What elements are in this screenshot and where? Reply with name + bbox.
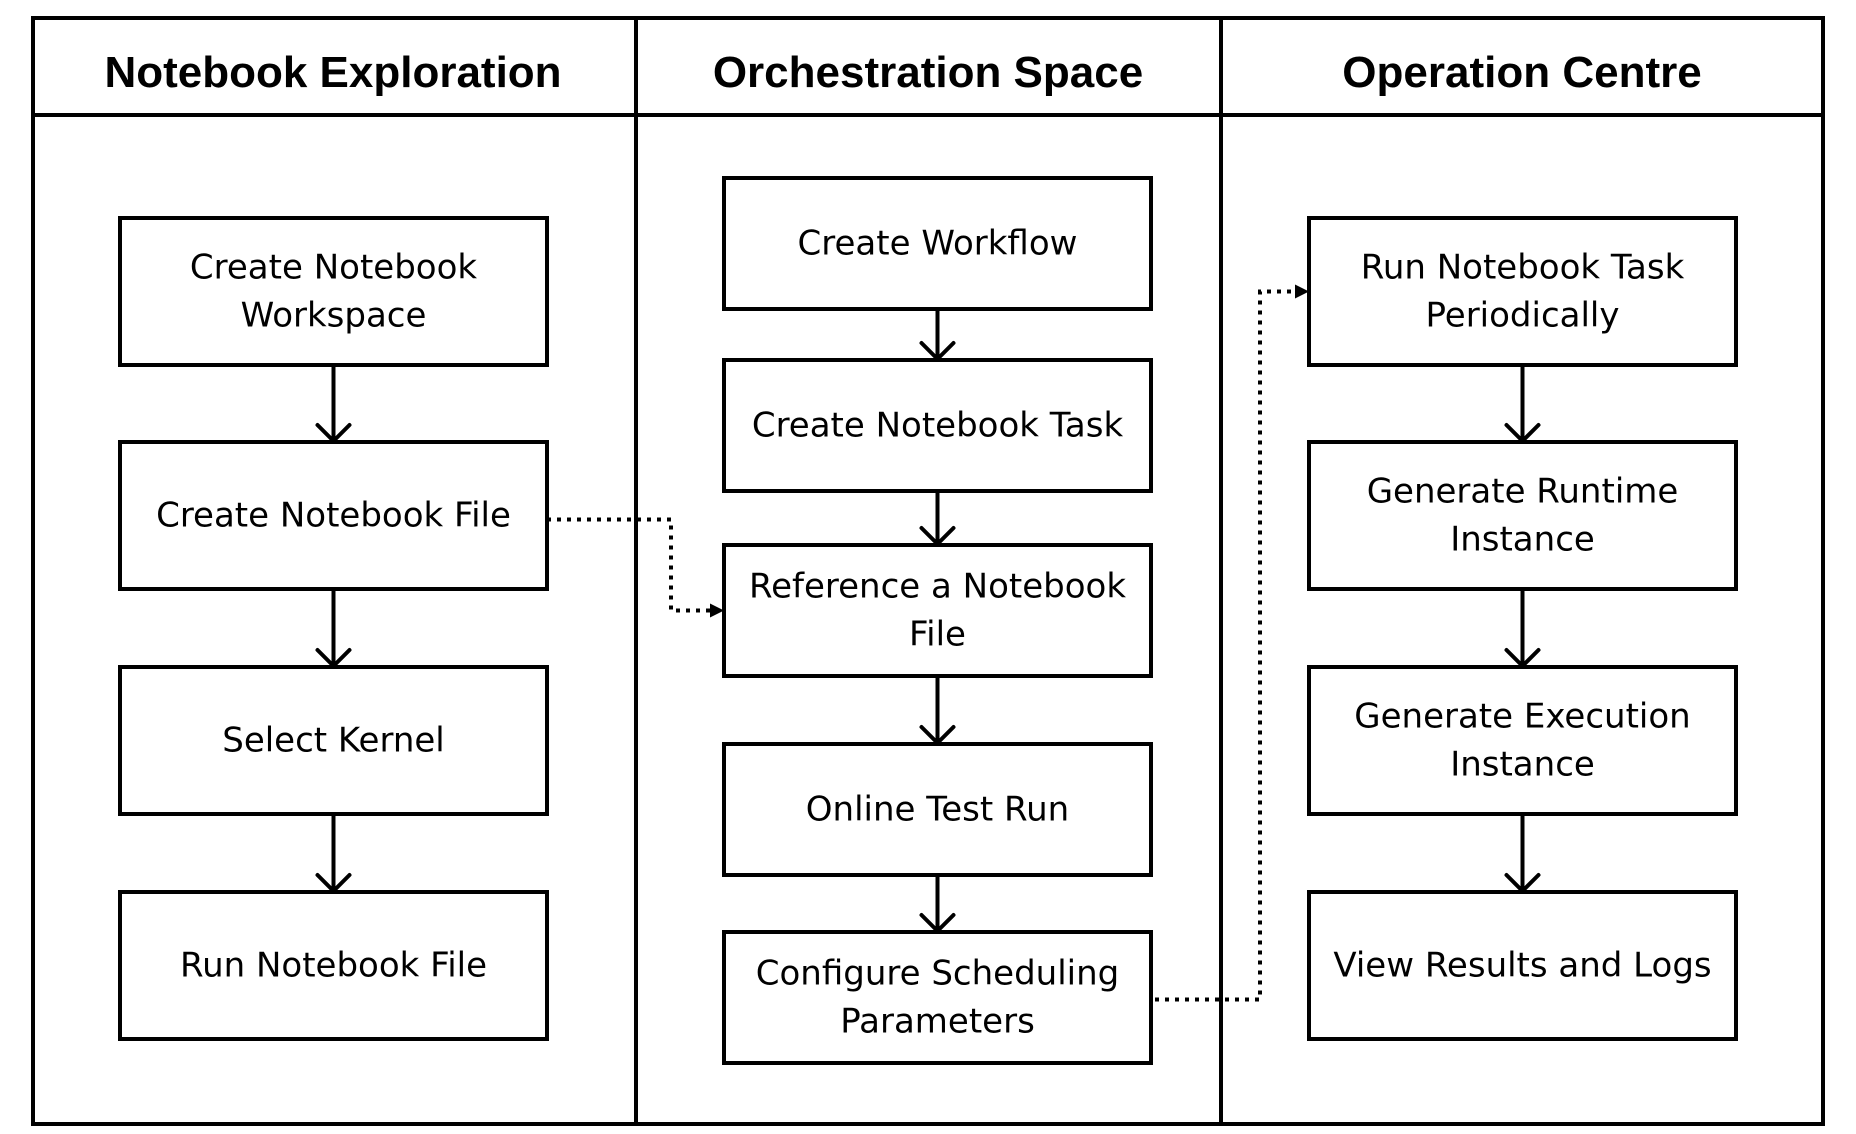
arrow-head	[315, 648, 352, 668]
step-label: Reference a Notebook	[749, 567, 1126, 607]
flow-arrows	[315, 284, 1541, 1002]
step-box	[1307, 665, 1738, 816]
step-box	[722, 176, 1153, 311]
flow-arrow	[919, 309, 956, 361]
arrow-head	[1504, 648, 1541, 668]
arrow-head	[919, 341, 956, 361]
flow-arrow	[1504, 365, 1541, 443]
step-label: Instance	[1450, 520, 1595, 560]
dotted-connector	[1155, 289, 1297, 1002]
flow-arrow	[919, 875, 956, 933]
arrow-head	[1504, 423, 1541, 443]
arrow-head	[710, 603, 724, 618]
step-label: Create Notebook Task	[752, 406, 1124, 446]
step-run-notebook-file: Run Notebook File	[118, 890, 549, 1041]
dotted-flow-arrow	[547, 517, 724, 618]
step-label: Run Notebook File	[180, 946, 487, 986]
dotted-flow-arrow	[1155, 284, 1309, 1002]
lane-title: Orchestration Space	[713, 48, 1143, 97]
step-label: Online Test Run	[806, 790, 1069, 830]
step-label: Parameters	[840, 1002, 1035, 1042]
step-online-test-run: Online Test Run	[722, 742, 1153, 877]
step-box	[722, 543, 1153, 678]
step-label: Create Workflow	[798, 224, 1078, 264]
arrow-head	[919, 913, 956, 933]
step-create-notebook-file: Create Notebook File	[118, 440, 549, 591]
step-box	[722, 358, 1153, 493]
arrow-head	[315, 423, 352, 443]
step-create-workflow: Create Workflow	[722, 176, 1153, 311]
flow-arrow	[315, 365, 352, 443]
step-box	[722, 930, 1153, 1065]
step-label: Run Notebook Task	[1361, 248, 1685, 288]
arrow-head	[919, 725, 956, 745]
flow-arrow	[315, 589, 352, 668]
step-label: Create Notebook File	[156, 496, 511, 536]
step-label: Generate Runtime	[1367, 472, 1679, 512]
step-box	[118, 216, 549, 367]
lane-title: Notebook Exploration	[104, 48, 561, 97]
step-label: Instance	[1450, 745, 1595, 785]
step-select-kernel: Select Kernel	[118, 665, 549, 816]
step-label: View Results and Logs	[1333, 946, 1711, 986]
diagram-frame	[31, 16, 1825, 1126]
step-box	[1307, 440, 1738, 591]
arrow-head	[315, 873, 352, 893]
dotted-connector	[547, 517, 712, 613]
step-label: Select Kernel	[222, 721, 445, 761]
step-label: Create Notebook	[190, 248, 477, 288]
step-label: Workspace	[241, 296, 427, 336]
flow-arrow	[919, 676, 956, 745]
flow-arrow	[1504, 814, 1541, 893]
step-create-notebook-task: Create Notebook Task	[722, 358, 1153, 493]
step-box	[118, 890, 549, 1041]
step-view-results-and-logs: View Results and Logs	[1307, 890, 1738, 1041]
step-box	[1307, 216, 1738, 367]
lane-title: Operation Centre	[1342, 48, 1701, 97]
flow-arrow	[1504, 589, 1541, 668]
outer-border	[31, 16, 1825, 1126]
arrow-head	[1295, 284, 1309, 299]
step-box	[1307, 890, 1738, 1041]
flow-arrow	[919, 491, 956, 546]
arrow-head	[919, 526, 956, 546]
step-label: Configure Scheduling	[756, 954, 1120, 994]
step-label: Generate Execution	[1354, 697, 1690, 737]
step-label: File	[909, 615, 966, 655]
arrow-head	[1504, 873, 1541, 893]
step-label: Periodically	[1425, 296, 1619, 336]
flow-arrow	[315, 814, 352, 893]
